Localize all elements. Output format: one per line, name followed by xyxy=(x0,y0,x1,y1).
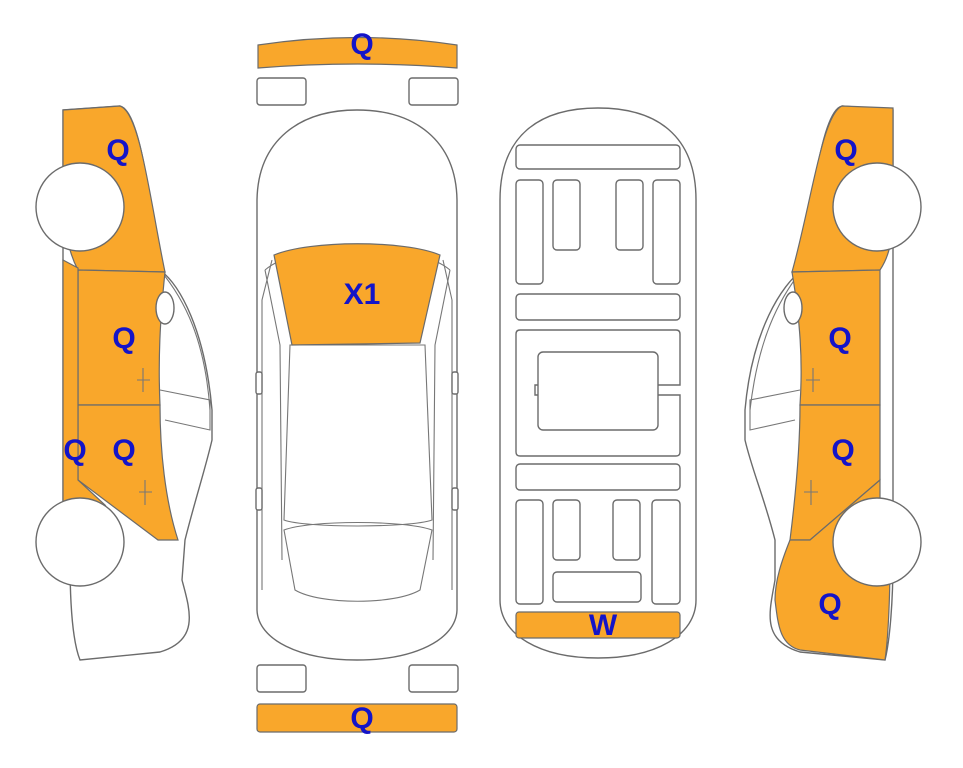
under-part xyxy=(651,499,681,605)
left-rear-door-panel[interactable] xyxy=(77,404,179,541)
mirror-left xyxy=(255,371,263,395)
label-left-front-fender: Q xyxy=(106,134,129,167)
rear-right-light xyxy=(408,664,459,693)
under-part xyxy=(552,179,581,251)
under-part xyxy=(515,144,681,170)
underbody-view xyxy=(499,107,697,659)
under-part xyxy=(515,179,544,285)
front-right-light xyxy=(408,77,459,106)
label-rear-bumper: Q xyxy=(350,702,373,735)
label-front-bumper: Q xyxy=(350,28,373,61)
right-mirror xyxy=(783,291,803,325)
a-pillar-right xyxy=(432,269,451,561)
handle-left xyxy=(255,487,263,511)
left-mirror xyxy=(155,291,175,325)
rear-bumper-panel[interactable] xyxy=(256,703,458,733)
right-side-view xyxy=(744,105,922,661)
left-handle-front xyxy=(137,368,150,392)
under-part xyxy=(612,499,641,561)
right-handle-front xyxy=(806,368,820,392)
label-left-front-door: Q xyxy=(112,322,135,355)
under-part xyxy=(552,571,642,603)
right-front-wheel xyxy=(832,162,922,252)
left-rocker-panel[interactable] xyxy=(62,259,107,506)
right-window-line-2 xyxy=(749,389,801,431)
a-pillar-left xyxy=(264,269,283,561)
handle-right xyxy=(451,487,459,511)
left-side-view xyxy=(35,105,213,661)
underbody-rear-panel[interactable] xyxy=(515,611,681,639)
under-part xyxy=(515,499,544,605)
under-part xyxy=(552,499,581,561)
label-right-front-door: Q xyxy=(828,322,851,355)
under-part xyxy=(515,463,681,491)
right-rear-wheel xyxy=(832,497,922,587)
roof-outline xyxy=(283,344,433,527)
rear-left-light xyxy=(256,664,307,693)
label-right-front-fender: Q xyxy=(834,134,857,167)
windshield-panel[interactable] xyxy=(273,243,441,346)
under-part xyxy=(615,179,644,251)
under-part xyxy=(515,293,681,321)
left-window-line xyxy=(159,269,211,411)
label-left-rocker: Q xyxy=(63,434,86,467)
under-part xyxy=(537,351,659,431)
right-handle-rear xyxy=(804,480,818,505)
left-handle-rear xyxy=(139,480,152,505)
label-underbody-rear: W xyxy=(589,609,618,642)
left-front-wheel xyxy=(35,162,125,252)
left-rear-wheel xyxy=(35,497,125,587)
label-right-rear-quarter: Q xyxy=(818,588,841,621)
front-bumper-panel[interactable] xyxy=(257,36,458,69)
under-part xyxy=(652,179,681,285)
label-right-rear-door: Q xyxy=(831,434,854,467)
left-window-line-2 xyxy=(159,389,211,431)
mirror-right xyxy=(451,371,459,395)
label-windshield: X1 xyxy=(344,278,381,311)
rear-window xyxy=(283,521,433,602)
label-left-rear-door: Q xyxy=(112,434,135,467)
damage-labels: Q X1 Q W Q Q Q Q Q Q Q Q xyxy=(63,28,857,735)
front-left-light xyxy=(256,77,307,106)
top-view xyxy=(255,36,459,733)
